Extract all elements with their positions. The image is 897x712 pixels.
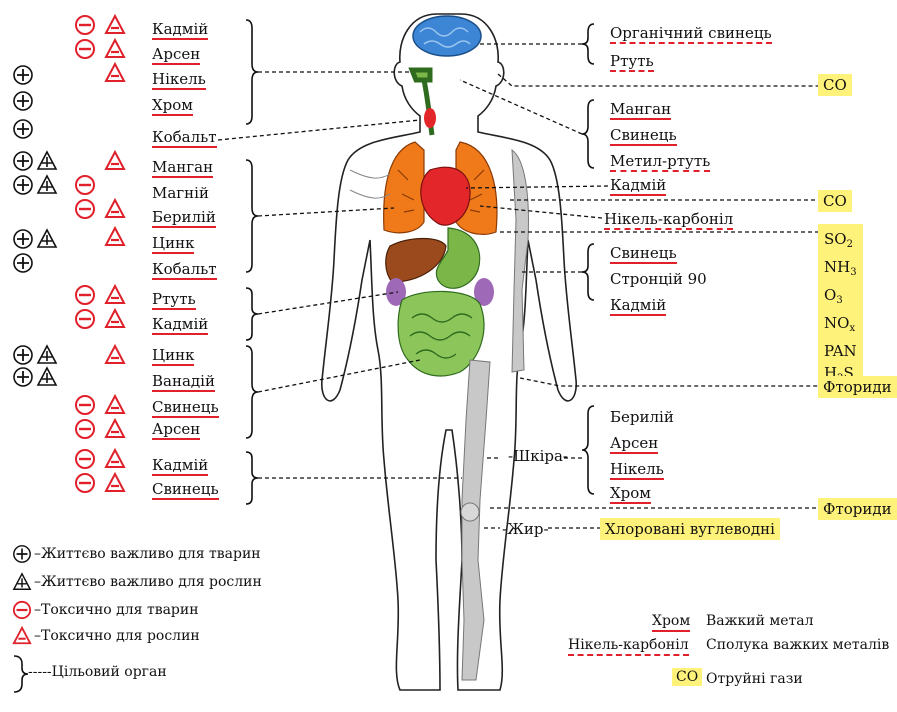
bone-arm [512,150,528,372]
legend-ex1-desc: Важкий метал [706,612,814,630]
legend-animal-essential: –Життєво важливо для тварин [34,546,261,562]
label-g3-1: Кадмій [152,315,208,335]
label-nerves-1: Свинець [610,126,677,146]
label-heart: Кадмій [610,176,666,196]
label-g1-3: Хром [152,96,193,116]
legend-ex1-word: Хром [652,612,690,632]
legend-animal-toxic: –Токсично для тварин [34,602,199,618]
gas-item: NOx [824,312,857,340]
legend-ex2-desc: Сполука важких металів [706,636,889,654]
label-g5-0: Кадмій [152,456,208,476]
label-brain-0: Органічний свинець [610,24,772,44]
gas-chlorinated: Хлоровані вуглеводні [600,518,780,540]
label-nerves-2: Метил-ртуть [610,152,710,172]
label-g1-extra: Кобальт [152,128,217,148]
right-brackets [582,24,594,494]
gas-item: PAN [824,340,857,362]
legend-ex3-desc: Отруйні гази [706,670,803,688]
legend-plant-essential: –Життєво важливо для рослин [34,574,262,590]
label-g1-0: Кадмій [152,20,208,40]
legend-ex3-word: CO [672,668,702,686]
heart [421,167,470,225]
label-g1-2: Нікель [152,70,206,90]
label-skin-1: Арсен [610,434,658,454]
label-g2-4: Кобальт [152,260,217,280]
label-fat: -Жир- [502,520,549,538]
label-nerves-0: Манган [610,100,671,120]
stomach [436,228,479,288]
legend-plant-toxic: –Токсично для рослин [34,628,200,644]
legend-bracket-icon [14,656,28,692]
left-lung [384,142,424,233]
thyroid [424,108,436,128]
gas-item: NH3 [824,256,857,284]
gas-item: SO2 [824,228,857,256]
gas-list: SO2 NH3 O3 NOx PAN H2S [818,224,863,394]
label-brain-1: Ртуть [610,52,654,72]
legend-ex2-word: Нікель-карбоніл [568,636,689,656]
label-g4-1: Ванадій [152,372,215,392]
label-g4-3: Арсен [152,420,200,440]
left-brackets [246,20,258,504]
label-g2-3: Цинк [152,234,194,254]
legend-target-organ: -----Цільовий орган [28,664,167,680]
label-skin-3: Хром [610,484,651,504]
gas-co-2: CO [818,190,852,212]
label-g4-0: Цинк [152,346,194,366]
gas-co-1: CO [818,74,852,96]
label-g3-0: Ртуть [152,290,196,310]
label-skin-0: Берилій [610,408,674,426]
label-g2-1: Магній [152,184,209,202]
label-g1-1: Арсен [152,45,200,65]
gas-fluorides-2: Фториди [818,498,897,520]
label-bone-1: Стронцій 90 [610,270,707,288]
label-bone-2: Кадмій [610,296,666,316]
label-g2-2: Берилій [152,208,216,228]
label-skin-2: Нікель [610,460,664,480]
label-bone-0: Свинець [610,244,677,264]
label-g2-0: Манган [152,158,213,178]
gas-fluorides-1: Фториди [818,376,897,398]
left-connectors [218,72,462,478]
label-lung: Нікель-карбоніл [604,210,733,230]
label-skin: -Шкіра- [508,447,568,465]
label-g4-2: Свинець [152,398,219,418]
label-g5-1: Свинець [152,480,219,500]
gas-item: O3 [824,284,857,312]
